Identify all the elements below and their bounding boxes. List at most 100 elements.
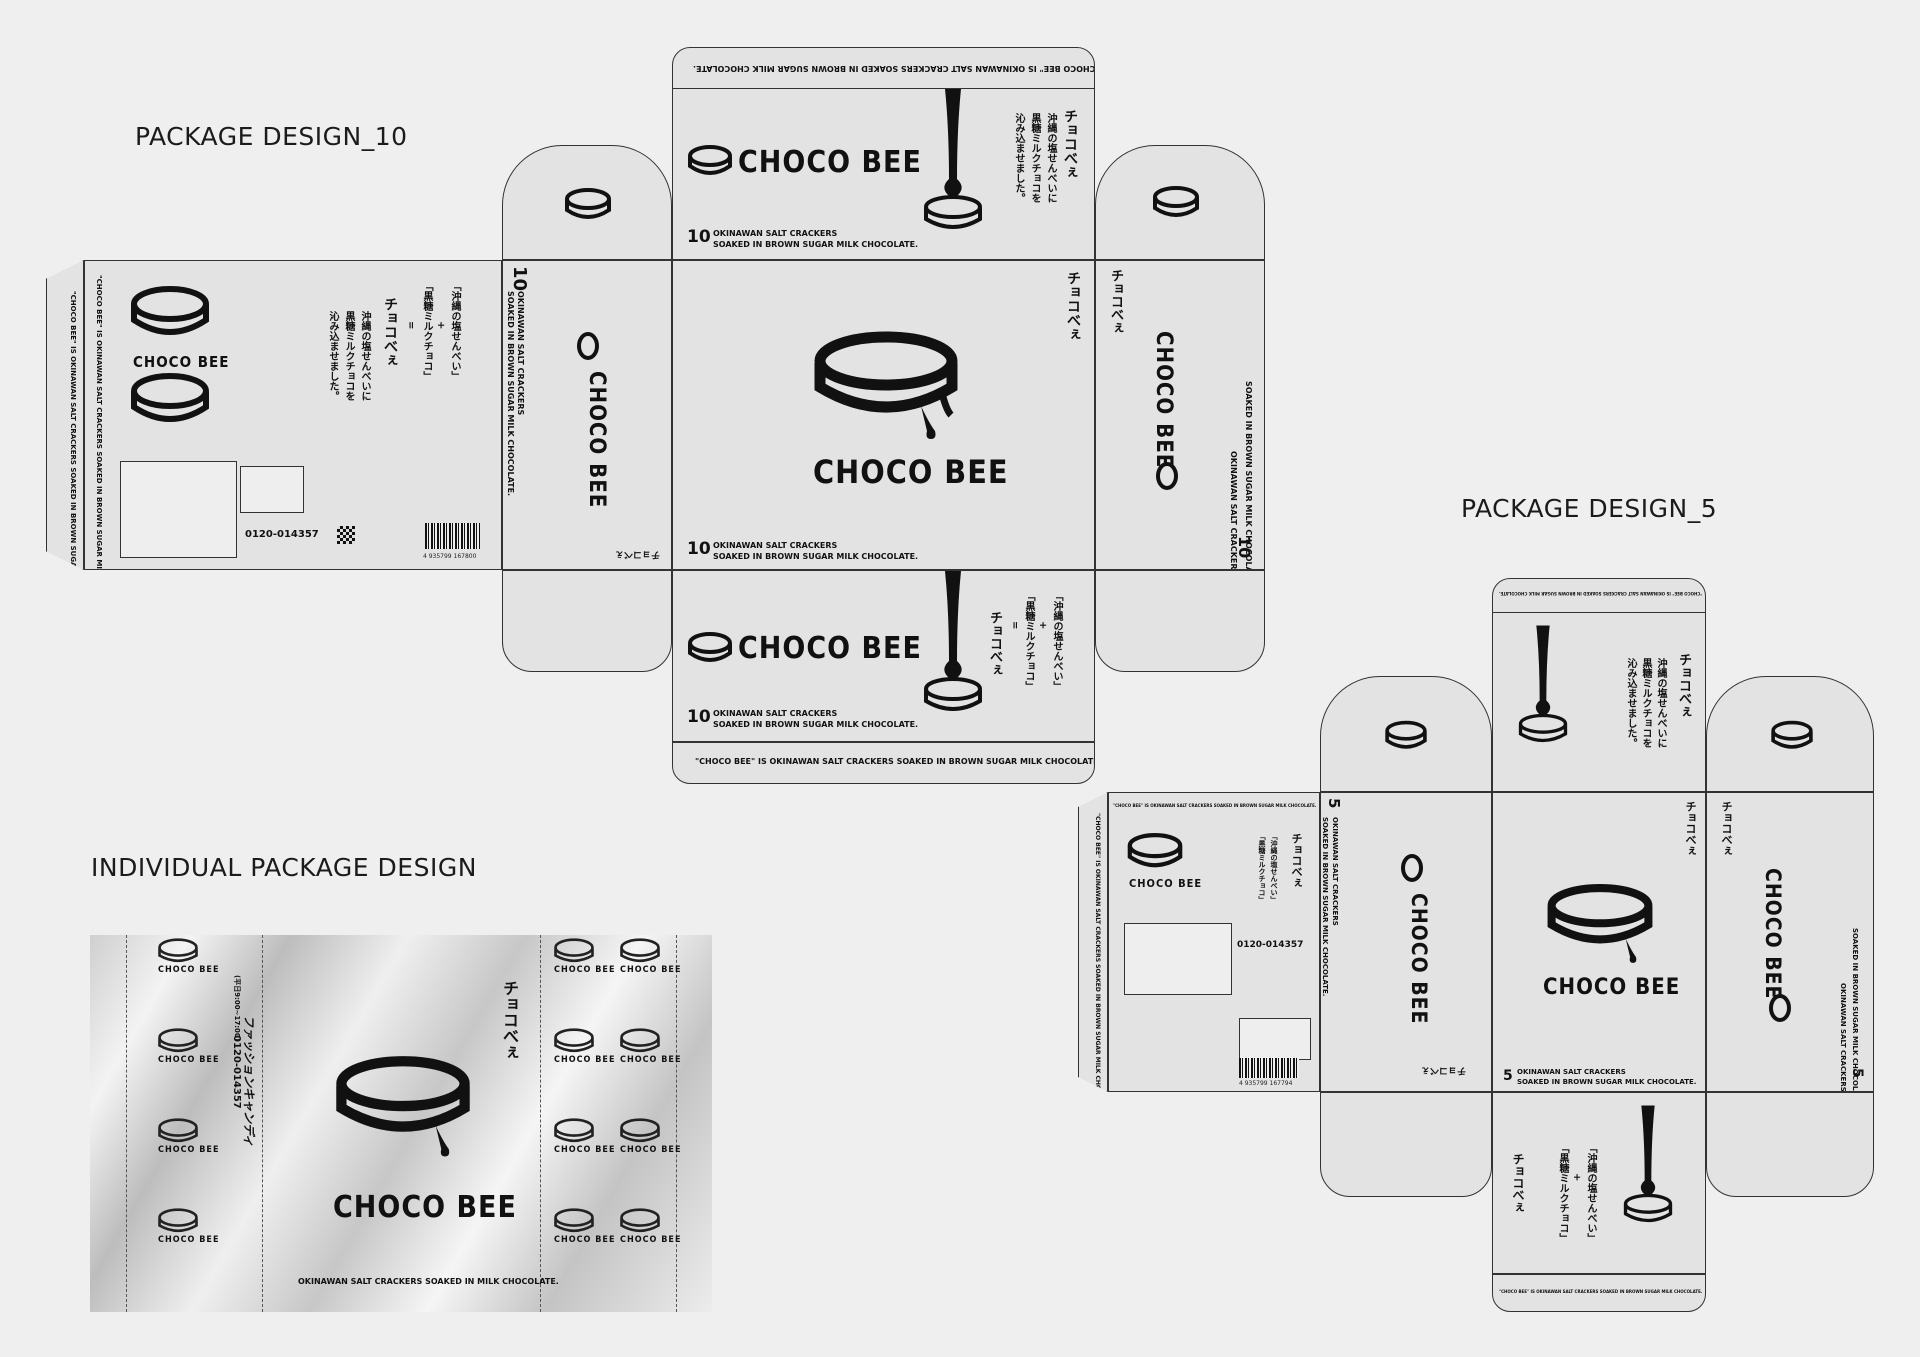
cracker-small-icon xyxy=(158,1028,198,1053)
brand-name-small: CHOCO BEE xyxy=(158,1235,220,1245)
cracker-small-icon xyxy=(620,1208,660,1233)
back-side-statement: "CHOCO BEE" IS OKINAWAN SALT CRACKERS SO… xyxy=(95,275,103,570)
package-10-left-dust-flap xyxy=(502,145,672,260)
cracker-small-icon xyxy=(1769,994,1791,1022)
chocolate-drip-icon xyxy=(1623,1105,1673,1223)
package-10-left-bottom-flap xyxy=(502,570,672,672)
cracker-small-icon xyxy=(620,938,660,963)
heading-package-design-5: PACKAGE DESIGN_5 xyxy=(1461,494,1718,523)
package-5-right-side-panel: チョコべぇ CHOCO BEE OKINAWAN SALT CRACKERS S… xyxy=(1706,792,1874,1092)
brand-name-main: CHOCO BEE xyxy=(813,453,1009,491)
barcode-number: 4 935799 167800 xyxy=(423,553,477,560)
company-name: ファッションキャンディ xyxy=(242,1015,256,1147)
brand-name: CHOCO BEE xyxy=(738,145,922,180)
package-10-glue-flap: "CHOCO BEE" IS OKINAWAN SALT CRACKERS SO… xyxy=(46,260,84,570)
brand-name-small: CHOCO BEE xyxy=(554,1145,616,1155)
jp-description-1: 沖縄の塩せんべいに xyxy=(1045,113,1056,203)
glue-flap-statement: "CHOCO BEE" IS OKINAWAN SALT CRACKERS SO… xyxy=(1094,813,1101,1092)
cracker-logo-icon xyxy=(131,286,209,335)
perforation-line xyxy=(540,935,541,1312)
barcode xyxy=(425,523,480,549)
brand-name: CHOCO BEE xyxy=(584,371,609,509)
count-number: 10 xyxy=(687,707,711,727)
package-10-right-bottom-flap xyxy=(1095,570,1265,672)
package-10-back-panel: "CHOCO BEE" IS OKINAWAN SALT CRACKERS SO… xyxy=(84,260,502,570)
brand-name-main: CHOCO BEE xyxy=(333,1190,517,1225)
jp-equals: = xyxy=(1009,621,1020,630)
nutrition-table xyxy=(240,466,304,513)
jp-formula-2: 「黒糖ミルクチョコ」 xyxy=(421,281,432,381)
brand-name: CHOCO BEE xyxy=(133,353,230,371)
jp-description-2: 黒糖ミルクチョコを xyxy=(1029,113,1040,203)
brand-name-small: CHOCO BEE xyxy=(620,1235,682,1245)
package-5-bottom-tuck: "CHOCO BEE" IS OKINAWAN SALT CRACKERS SO… xyxy=(1492,1274,1706,1312)
count-number: 10 xyxy=(687,227,711,247)
brand-name-small: CHOCO BEE xyxy=(554,1055,616,1065)
brand-name: CHOCO BEE xyxy=(1129,877,1203,890)
jp-plus: + xyxy=(435,321,446,330)
cracker-small-icon xyxy=(1401,854,1423,882)
brand-name-small: CHOCO BEE xyxy=(620,965,682,975)
cracker-logo-icon xyxy=(1127,833,1183,868)
package-10-top-tuck: "CHOCO BEE" IS OKINAWAN SALT CRACKERS SO… xyxy=(672,47,1095,89)
cracker-logo-icon xyxy=(688,145,732,175)
jp-brand-katakana: チョコべぇ xyxy=(987,611,1002,676)
package-10-left-side-panel: 10 OKINAWAN SALT CRACKERS SOAKED IN BROW… xyxy=(502,260,672,570)
jp-formula-1: 「沖縄の塩せんべい」 xyxy=(1051,591,1062,691)
jp-formula-1: 「沖縄の塩せんべい」 xyxy=(1585,1143,1596,1243)
tagline-line-1: OKINAWAN SALT CRACKERS xyxy=(1517,1068,1626,1076)
cracker-small-icon xyxy=(565,188,611,219)
brand-name-small: CHOCO BEE xyxy=(620,1055,682,1065)
business-hours: (平日9:00~17:00) xyxy=(233,975,241,1041)
cracker-main-logo-icon xyxy=(336,1056,470,1157)
brand-name-small: CHOCO BEE xyxy=(554,1235,616,1245)
jp-brand-katakana: チョコべぇ xyxy=(382,297,398,367)
jp-description-1: 沖縄の塩せんべいに xyxy=(359,311,370,401)
bottom-tuck-statement: "CHOCO BEE" IS OKINAWAN SALT CRACKERS SO… xyxy=(695,757,1095,766)
jp-formula-2: 「黒糖ミルクチョコ」 xyxy=(1023,591,1034,691)
package-10-front-panel: チョコべぇ CHOCO BEE 10 OKINAWAN SALT CRACKER… xyxy=(672,260,1095,570)
jp-formula-1: 「沖縄の塩せんべい」 xyxy=(449,281,460,381)
jp-brand-katakana: チョコべぇ xyxy=(1720,801,1733,856)
cracker-small-icon xyxy=(158,1118,198,1143)
count-number: 5 xyxy=(1325,798,1343,809)
jp-description-1: 沖縄の塩せんべいに xyxy=(1655,658,1666,748)
brand-name-small: CHOCO BEE xyxy=(620,1145,682,1155)
tagline-line-1: OKINAWAN SALT CRACKERS xyxy=(713,229,838,238)
brand-name-small: CHOCO BEE xyxy=(158,1055,220,1065)
package-5-right-dust-flap xyxy=(1706,676,1874,792)
tagline-line-1: OKINAWAN SALT CRACKERS xyxy=(713,541,838,550)
cracker-small-icon xyxy=(554,1208,594,1233)
cracker-logo-icon xyxy=(688,632,732,662)
jp-plus: + xyxy=(1037,621,1048,630)
chocolate-drip-icon xyxy=(924,89,982,229)
phone-number: 0120-014357 xyxy=(231,1035,242,1109)
phone-number: 0120-014357 xyxy=(245,529,319,540)
jp-plus: + xyxy=(1571,1173,1582,1182)
tagline-line-2: SOAKED IN BROWN SUGAR MILK CHOCOLATE. xyxy=(713,240,919,249)
cracker-logo-icon xyxy=(131,373,209,422)
jp-description-3: 沁み込ませました。 xyxy=(327,311,338,401)
chocolate-drip-icon xyxy=(924,571,982,711)
nutrition-table xyxy=(1239,1018,1311,1060)
brand-name-small: CHOCO BEE xyxy=(158,965,220,975)
count-number: 5 xyxy=(1849,1068,1865,1078)
back-top-statement: "CHOCO BEE" IS OKINAWAN SALT CRACKERS SO… xyxy=(1113,803,1317,808)
package-5-back-panel: "CHOCO BEE" IS OKINAWAN SALT CRACKERS SO… xyxy=(1108,792,1320,1092)
package-5-right-bottom-flap xyxy=(1706,1092,1874,1197)
package-5-glue-flap: "CHOCO BEE" IS OKINAWAN SALT CRACKERS SO… xyxy=(1078,792,1108,1092)
jp-brand-katakana: チョコべぇ xyxy=(1062,109,1078,179)
cracker-small-icon xyxy=(1385,720,1427,749)
brand-name: CHOCO BEE xyxy=(1407,893,1431,1025)
brand-name: CHOCO BEE xyxy=(738,631,922,666)
jp-brand-katakana-small: チョコべぇ xyxy=(1421,1065,1467,1075)
chocolate-drip-icon xyxy=(1518,625,1568,743)
package-10-bottom-tuck: "CHOCO BEE" IS OKINAWAN SALT CRACKERS SO… xyxy=(672,742,1095,784)
jp-brand-katakana: チョコべぇ xyxy=(1290,833,1303,888)
brand-name: CHOCO BEE xyxy=(1151,331,1176,469)
cracker-small-icon xyxy=(620,1118,660,1143)
jp-brand-katakana: チョコべぇ xyxy=(500,980,519,1060)
package-5-left-dust-flap xyxy=(1320,676,1492,792)
jp-brand-katakana: チョコべぇ xyxy=(1511,1153,1525,1213)
jp-brand-katakana-small: チョコべぇ xyxy=(615,549,661,559)
